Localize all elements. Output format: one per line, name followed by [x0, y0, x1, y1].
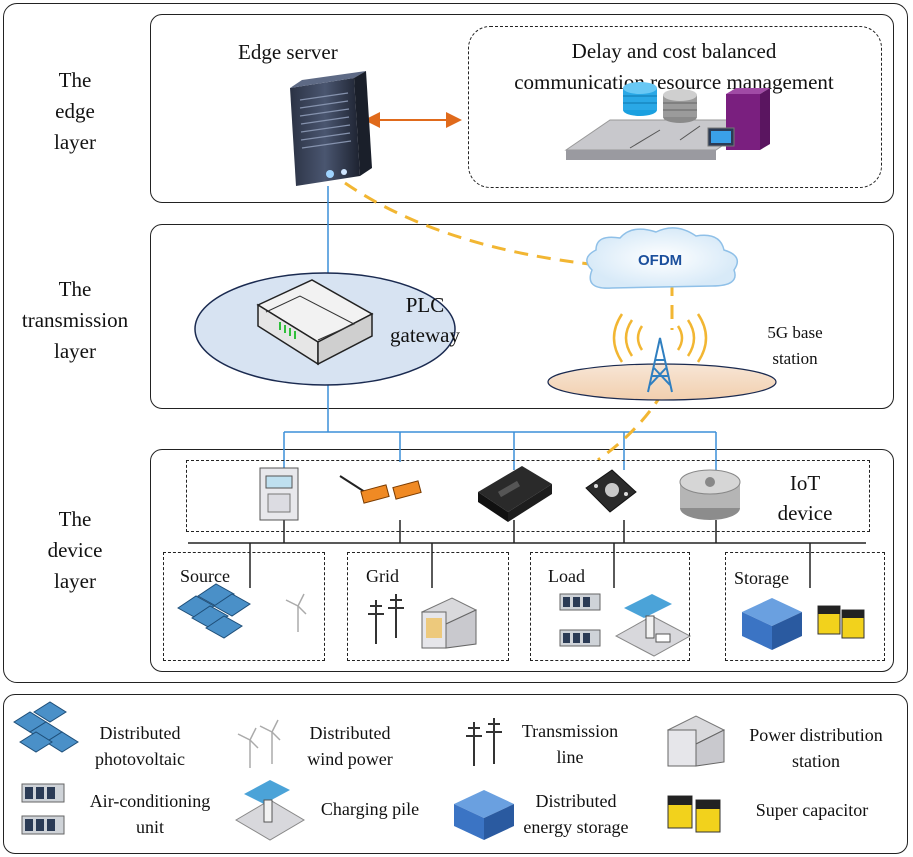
legend-transmission-icon [466, 718, 502, 766]
pv-panels-icon [177, 583, 251, 639]
legend-charging-label: Charging pile [320, 799, 420, 819]
radio-waves-icon [612, 313, 708, 363]
storage-label: Storage [734, 568, 789, 588]
grid-box [347, 552, 509, 661]
legend-ac-icon [21, 783, 65, 835]
transmission-line-icon [368, 594, 404, 644]
grid-label: Grid [366, 566, 399, 586]
super-capacitor-icon [817, 605, 865, 639]
gateway-module-icon [478, 466, 552, 522]
smart-meter-icon [259, 467, 299, 521]
legend-panel [3, 694, 908, 854]
charging-pile-icon [614, 594, 692, 657]
iot-device-box [186, 460, 870, 532]
legend-charging-icon [235, 780, 305, 841]
edge-server-label: Edge server [238, 40, 338, 64]
energy-storage-icon [742, 598, 802, 650]
ofdm-label: OFDM [638, 252, 683, 269]
load-cell-icon [679, 469, 741, 520]
management-box [468, 26, 882, 188]
legend-capacitor-label: Super capacitor [755, 800, 869, 820]
ac-unit-icon [559, 593, 601, 647]
base-station-ellipse [547, 363, 777, 401]
sensor-module-icon [339, 475, 422, 504]
source-box [163, 552, 325, 661]
legend-pv-icon [13, 701, 79, 753]
load-label: Load [548, 566, 585, 586]
management-illustration [564, 82, 770, 160]
wind-turbine-icon [285, 593, 307, 632]
legend-storage-icon [454, 790, 514, 840]
legend-wind-icon [237, 719, 281, 768]
ofdm-cloud [586, 227, 739, 289]
distribution-station-icon [420, 597, 478, 649]
edge-server-icon [290, 71, 372, 186]
legend-capacitor-icon [667, 795, 721, 833]
source-label: Source [180, 566, 230, 586]
load-box [530, 552, 690, 661]
plc-gateway-icon [256, 279, 374, 366]
tower-icon [647, 337, 673, 393]
control-board-icon [585, 469, 637, 513]
storage-box [725, 552, 885, 661]
legend-station-icon [666, 715, 726, 767]
